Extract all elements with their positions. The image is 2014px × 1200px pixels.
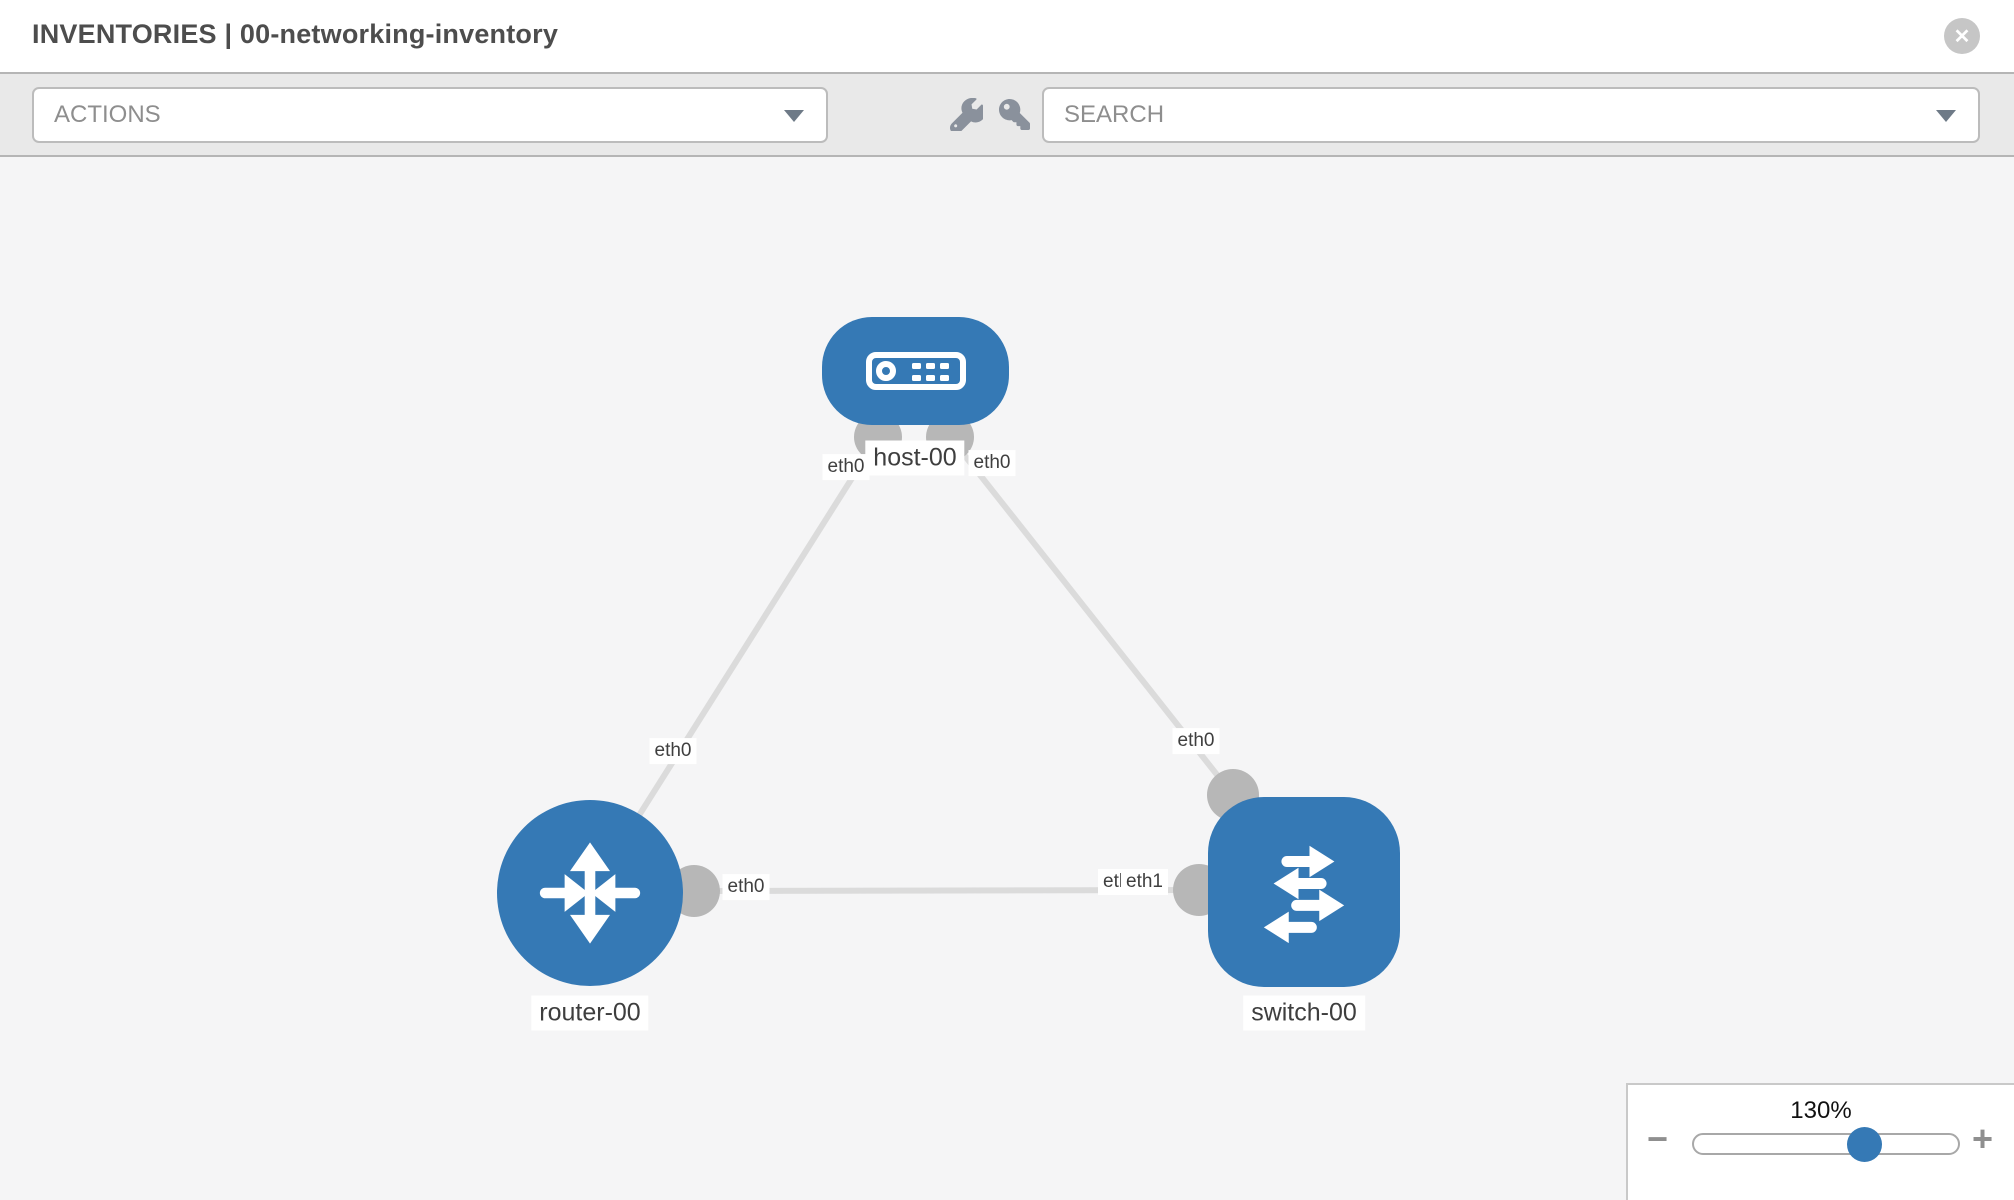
zoom-level: 130% <box>1790 1097 1852 1124</box>
wrench-icon <box>949 97 983 131</box>
zoom-slider-track[interactable] <box>1692 1133 1960 1155</box>
close-icon: ✕ <box>1953 25 1971 48</box>
zoom-slider-thumb[interactable] <box>1847 1127 1882 1162</box>
actions-dropdown[interactable]: ACTIONS <box>32 87 828 143</box>
if-label-host-eth0-right: eth0 <box>968 450 1016 476</box>
zoom-in-button[interactable]: + <box>1972 1118 1994 1159</box>
zoom-out-button[interactable]: − <box>1647 1118 1669 1159</box>
toolbar: ACTIONS SEARCH <box>0 72 2014 157</box>
if-label-router-eth0-uplink: eth0 <box>649 738 697 764</box>
host-icon <box>865 352 966 390</box>
key-icon <box>998 98 1030 130</box>
node-label-host: host-00 <box>865 440 965 476</box>
chevron-down-icon <box>784 110 804 122</box>
node-switch-00[interactable] <box>1208 797 1400 987</box>
node-router-00[interactable] <box>497 800 683 986</box>
credentials-button[interactable] <box>996 94 1032 134</box>
search-dropdown[interactable]: SEARCH <box>1042 87 1980 143</box>
switch-icon <box>1263 845 1345 944</box>
header: INVENTORIES | 00-networking-inventory ✕ <box>0 0 2014 72</box>
actions-dropdown-label: ACTIONS <box>54 101 161 128</box>
configure-tools-button[interactable] <box>948 94 984 134</box>
zoom-panel: 130% − + <box>1626 1083 2014 1200</box>
if-label-switch-eth1: eth1 <box>1121 869 1168 895</box>
close-button[interactable]: ✕ <box>1944 18 1980 54</box>
if-label-router-eth0-horizontal: eth0 <box>722 874 770 900</box>
chevron-down-icon <box>1936 110 1956 122</box>
node-host-00[interactable] <box>822 317 1009 425</box>
if-label-switch-eth0: eth0 <box>1172 728 1220 754</box>
search-dropdown-label: SEARCH <box>1064 101 1165 128</box>
node-label-switch: switch-00 <box>1243 995 1365 1031</box>
page-title: INVENTORIES | 00-networking-inventory <box>32 19 559 49</box>
if-label-host-eth0-left: eth0 <box>822 454 870 480</box>
node-label-router: router-00 <box>531 995 649 1031</box>
router-icon <box>539 842 641 944</box>
topology-canvas[interactable] <box>0 157 2014 1200</box>
